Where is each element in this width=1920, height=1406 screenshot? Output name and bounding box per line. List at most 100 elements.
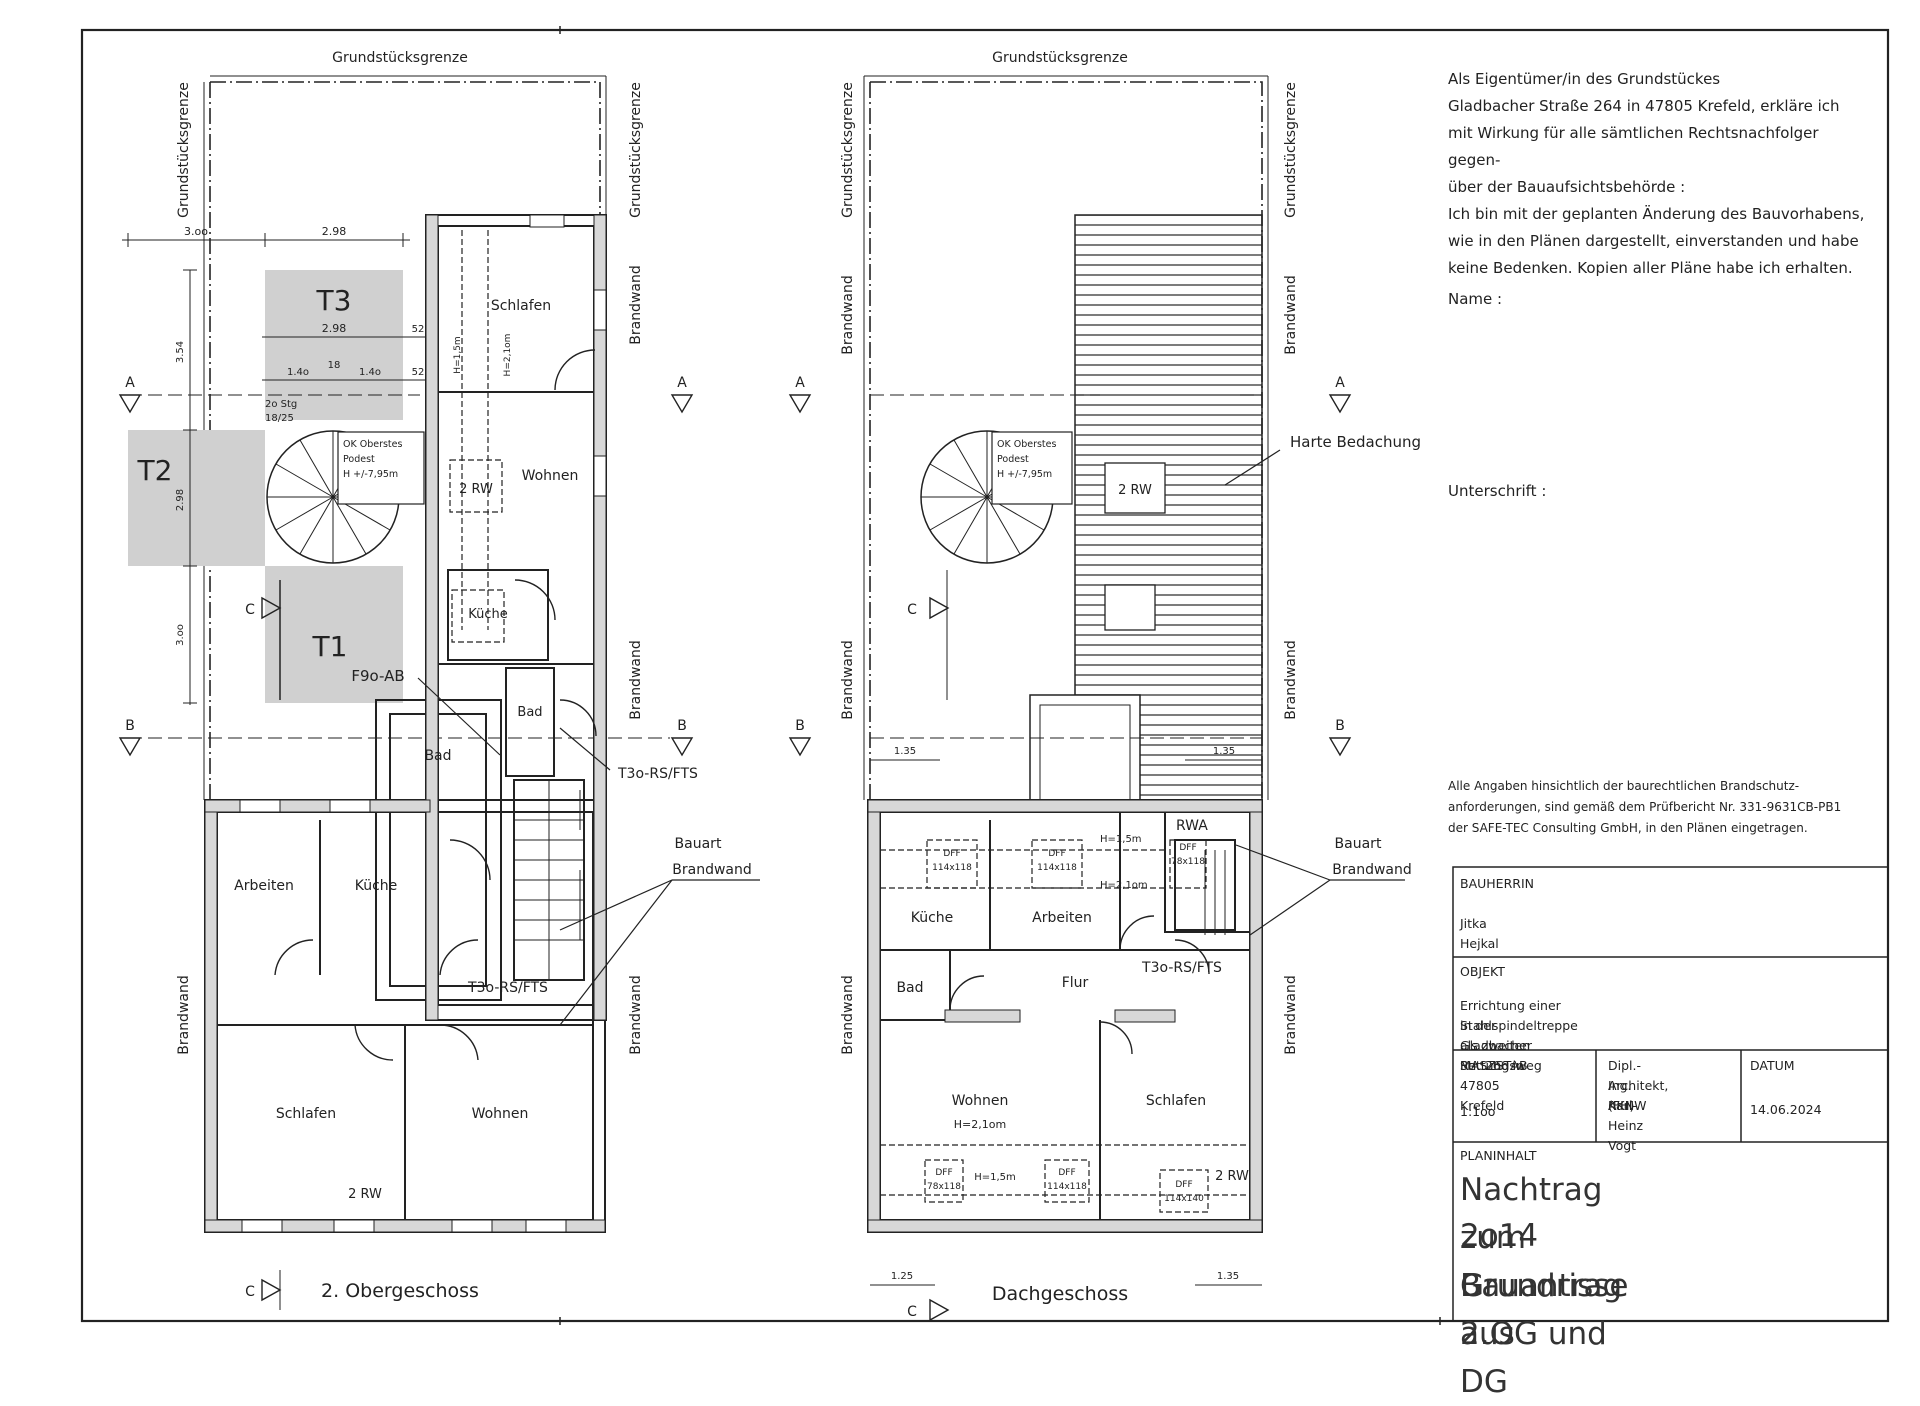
room-arbeiten-dg: Arbeiten bbox=[1032, 910, 1092, 926]
section-a-right: A bbox=[677, 375, 687, 391]
declaration-line: über der Bauaufsichtsbehörde : bbox=[1448, 178, 1686, 196]
declaration-line: wie in den Plänen dargestellt, einversta… bbox=[1448, 232, 1859, 250]
h21-label-left: H=2,1om bbox=[503, 334, 513, 377]
dim-135-c: 1.35 bbox=[1217, 1271, 1239, 1282]
dim-140-b: 1.4o bbox=[359, 367, 381, 378]
plan-dg: Grundstücksgrenze Grundstücksgrenze Grun… bbox=[788, 50, 1421, 1322]
window5-a: DFF bbox=[1058, 1168, 1075, 1178]
room-schlafen-top: Schlafen bbox=[491, 298, 551, 314]
bauart-label-dg: Bauart bbox=[1335, 836, 1382, 852]
harte-bedachung-label: Harte Bedachung bbox=[1290, 433, 1421, 451]
section-a-dg-left: A bbox=[795, 375, 805, 391]
rw-label-1: 2 RW bbox=[459, 482, 493, 497]
dim-52-a: 52 bbox=[412, 324, 425, 335]
dim-298-top: 2.98 bbox=[322, 225, 347, 238]
window6-b: 114x140 bbox=[1164, 1194, 1204, 1204]
section-c-top: C bbox=[245, 602, 255, 618]
t30-label-dg: T3o-RS/FTS bbox=[1141, 960, 1222, 976]
dim-300-top: 3.oo bbox=[184, 225, 208, 238]
window2-a: DFF bbox=[1048, 849, 1065, 859]
t30-label-bottom: T3o-RS/FTS bbox=[467, 980, 548, 996]
signature-label: Unterschrift : bbox=[1448, 482, 1547, 500]
dim-298-v: 2.98 bbox=[175, 489, 186, 511]
datum-value: 14.06.2024 bbox=[1750, 1102, 1822, 1117]
name-label: Name : bbox=[1448, 290, 1503, 308]
boundary-label-top-left: Grundstücksgrenze bbox=[332, 50, 468, 66]
fire-wall-label-2: Brandwand bbox=[628, 640, 644, 720]
objekt-line2: in der Gladbacher Str. 266 in 47805 Kref… bbox=[1460, 1018, 1532, 1113]
window2-b: 114x118 bbox=[1037, 863, 1077, 873]
dim-18: 18 bbox=[328, 360, 341, 371]
planinhalt-line3: Grundrisse 2.OG und DG bbox=[1460, 1268, 1629, 1400]
window4-a: DFF bbox=[935, 1168, 952, 1178]
boundary-label-side-left: Grundstücksgrenze bbox=[176, 82, 192, 218]
boundary-label-dg-right: Grundstücksgrenze bbox=[1283, 82, 1299, 218]
fire-wall-label-3: Brandwand bbox=[628, 975, 644, 1055]
zone-t1 bbox=[265, 566, 403, 703]
room-kueche: Küche bbox=[355, 878, 398, 894]
architect-line1: Dipl.-Ing. (FH) bbox=[1608, 1058, 1641, 1113]
caption-dg: Dachgeschoss bbox=[992, 1283, 1128, 1305]
h21-dg-b: H=2,1om bbox=[954, 1118, 1006, 1131]
window6-a: DFF bbox=[1175, 1180, 1192, 1190]
section-b-left: B bbox=[125, 718, 135, 734]
room-bad: Bad bbox=[424, 748, 451, 764]
h15-label-left: H=1,5m bbox=[453, 336, 463, 373]
window3-b: 78x118 bbox=[1171, 857, 1205, 867]
fire-protection-note: Alle Angaben hinsichtlich der baurechtli… bbox=[1448, 776, 1888, 839]
fire-wall-label-4: Brandwand bbox=[176, 975, 192, 1055]
planinhalt-label: PLANINHALT bbox=[1460, 1148, 1537, 1163]
room-bad-small: Bad bbox=[517, 705, 542, 720]
room-schlafen-dg: Schlafen bbox=[1146, 1093, 1206, 1109]
fire-wall-dg-2: Brandwand bbox=[1283, 275, 1299, 355]
brandwand-label-left: Brandwand bbox=[672, 862, 752, 878]
floor-plan-drawing: Grundstücksgrenze Grundstücksgrenze Grun… bbox=[80, 26, 1890, 1325]
window1-a: DFF bbox=[943, 849, 960, 859]
ok-line1-right: OK Oberstes bbox=[997, 439, 1057, 450]
section-c-dg-bottom: C bbox=[907, 1304, 917, 1320]
room-kueche-small: Küche bbox=[468, 607, 508, 622]
section-b-dg-left: B bbox=[795, 718, 805, 734]
ok-line2-left: Podest bbox=[343, 454, 375, 465]
room-wohnen-bottom: Wohnen bbox=[472, 1106, 529, 1122]
plan-2og: Grundstücksgrenze Grundstücksgrenze Grun… bbox=[118, 50, 760, 1310]
room-wohnen-top: Wohnen bbox=[522, 468, 579, 484]
title-block-grid bbox=[1452, 866, 1889, 1322]
f90-label: F9o-AB bbox=[351, 667, 404, 685]
dim-300-v: 3.oo bbox=[175, 624, 186, 646]
section-b-right: B bbox=[677, 718, 687, 734]
section-a-dg-right: A bbox=[1335, 375, 1345, 391]
drawing-sheet: Grundstücksgrenze Grundstücksgrenze Grun… bbox=[80, 26, 1890, 1400]
h15-dg-b: H=1,5m bbox=[974, 1172, 1016, 1183]
massstab-label: MASZSTAB bbox=[1460, 1058, 1528, 1073]
rw-label-2: 2 RW bbox=[348, 1187, 382, 1202]
window5-b: 114x118 bbox=[1047, 1182, 1087, 1192]
planinhalt-line1: Nachtrag zum Bauantrag aus bbox=[1460, 1172, 1623, 1352]
section-b-dg-right: B bbox=[1335, 718, 1345, 734]
fire-wall-dg-4: Brandwand bbox=[1283, 640, 1299, 720]
window4-b: 78x118 bbox=[927, 1182, 961, 1192]
note-line: Alle Angaben hinsichtlich der baurechtli… bbox=[1448, 779, 1800, 793]
h21-dg-a: H=2,1om bbox=[1100, 880, 1148, 891]
declaration-line: keine Bedenken. Kopien aller Pläne habe … bbox=[1448, 259, 1853, 277]
objekt-line1: Errichtung einer Stahlspindeltreppe als … bbox=[1460, 998, 1578, 1073]
bauherrin-label: BAUHERRIN bbox=[1460, 876, 1534, 891]
zone-t2-label: T2 bbox=[137, 454, 173, 487]
dim-52-b: 52 bbox=[412, 367, 425, 378]
room-schlafen-bottom: Schlafen bbox=[276, 1106, 336, 1122]
room-rwa: RWA bbox=[1176, 818, 1208, 834]
room-arbeiten: Arbeiten bbox=[234, 878, 294, 894]
zone-t3-label: T3 bbox=[316, 284, 352, 317]
fire-wall-dg-5: Brandwand bbox=[840, 975, 856, 1055]
room-wohnen-dg: Wohnen bbox=[952, 1093, 1009, 1109]
declaration-line: Ich bin mit der geplanten Änderung des B… bbox=[1448, 205, 1865, 223]
ok-line3-right: H +/-7,95m bbox=[997, 469, 1052, 480]
architect-line3: Karl-Heinz Vogt bbox=[1608, 1098, 1644, 1153]
boundary-label-side-right: Grundstücksgrenze bbox=[628, 82, 644, 218]
h15-dg-a: H=1,5m bbox=[1100, 834, 1142, 845]
zone-t2 bbox=[128, 430, 265, 566]
window3-a: DFF bbox=[1179, 843, 1196, 853]
ok-line3-left: H +/-7,95m bbox=[343, 469, 398, 480]
rw-bottom-label: 2 RW bbox=[1215, 1169, 1249, 1184]
dim-298-t3: 2.98 bbox=[322, 322, 347, 335]
